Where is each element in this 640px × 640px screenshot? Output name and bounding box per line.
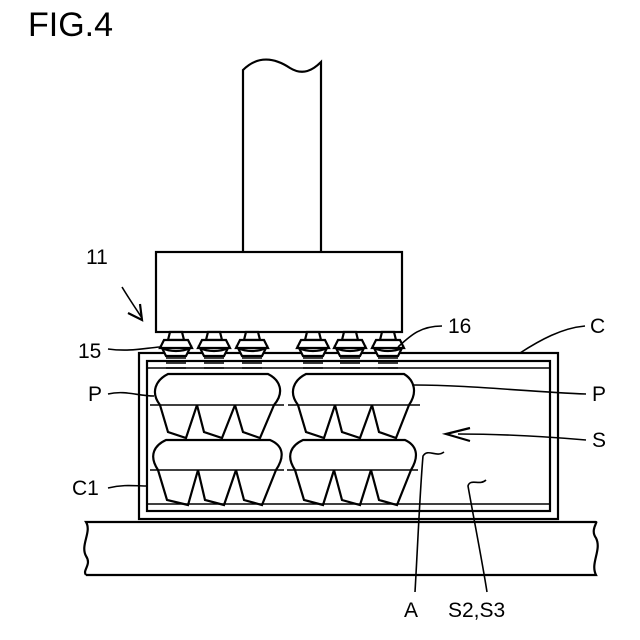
suction-pad <box>160 332 192 368</box>
upper-product-row <box>150 374 420 438</box>
label-C: C <box>590 316 605 337</box>
leader-C1 <box>108 486 148 489</box>
label-S2S3: S2,S3 <box>448 600 505 621</box>
shaft <box>243 60 321 252</box>
suction-pad <box>297 332 329 368</box>
leader-P-right <box>414 385 586 394</box>
conveyor-base <box>84 522 597 575</box>
label-P-left: P <box>88 384 102 405</box>
suction-pad <box>236 332 268 368</box>
leader-16 <box>398 326 442 347</box>
container-outer-wall <box>139 353 558 519</box>
label-16: 16 <box>448 316 471 337</box>
lower-product-row <box>150 440 418 505</box>
suction-pad <box>372 332 404 368</box>
suction-pad <box>198 332 230 368</box>
leader-C <box>520 326 585 353</box>
label-15: 15 <box>78 341 101 362</box>
suction-pad <box>334 332 366 368</box>
label-A: A <box>404 600 418 621</box>
gripper-head <box>156 252 402 332</box>
label-S: S <box>592 430 606 451</box>
leader-15 <box>108 347 160 350</box>
suction-pads <box>160 332 404 368</box>
container-inner-wall <box>147 361 550 511</box>
label-11: 11 <box>86 247 108 268</box>
label-P-right: P <box>592 384 606 405</box>
label-C1: C1 <box>72 478 99 499</box>
leader-S <box>458 434 586 440</box>
leader-11 <box>122 287 142 318</box>
